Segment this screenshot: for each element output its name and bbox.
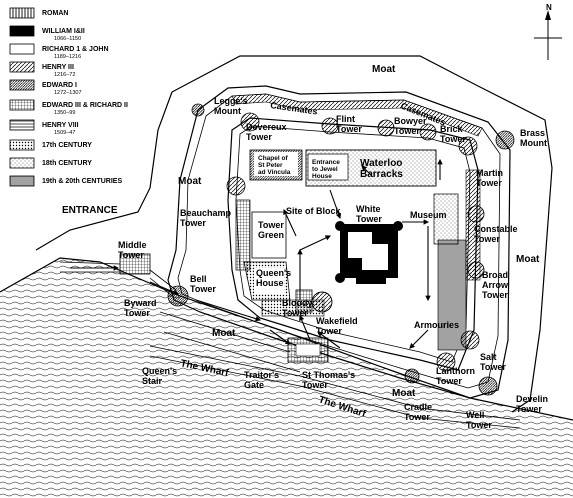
armouries-east-building: [437, 239, 467, 351]
wakefield-tower-shape: [311, 291, 333, 313]
jewel-house-entrance-box: [307, 153, 349, 181]
wharf-edges: [149, 345, 521, 429]
legend-period-name: RICHARD 1 & JOHN: [42, 46, 109, 53]
legend-period-dates: 1189–1216: [54, 54, 81, 60]
white-tower-keep: [335, 221, 403, 284]
legend-period-name: HENRY VIII: [42, 122, 79, 129]
legend-period-name: 19th & 20th CENTURIES: [42, 178, 122, 185]
river-bank: [0, 257, 573, 421]
legend-period-dates: 1272–1307: [54, 90, 82, 96]
outer-curtain-wall: [167, 85, 511, 399]
tower-green-area: [251, 211, 287, 259]
moat-outer-edge: [171, 55, 553, 413]
casemates-band: [231, 93, 483, 137]
legend-swatch: [9, 119, 35, 131]
st-thomas-tower-shape: [287, 337, 329, 363]
legend-period-name: HENRY III: [42, 64, 74, 71]
legend-swatch: [9, 79, 35, 91]
legend-swatch: [9, 99, 35, 111]
river-thames: [0, 258, 573, 498]
north-label: N: [546, 3, 552, 12]
entrance-causeway: [59, 261, 177, 297]
north-arrow-icon: N: [534, 3, 562, 60]
beauchamp-range: [235, 199, 251, 271]
moat-channel: [159, 311, 301, 373]
label-moat-right: Moat: [516, 254, 540, 265]
label-moat-top: Moat: [372, 64, 396, 75]
label-moat-left: Moat: [178, 176, 202, 187]
label-museum: Museum: [410, 210, 447, 220]
label-entrance: ENTRANCE: [62, 205, 118, 216]
label-moat-bottom: Moat: [212, 328, 236, 339]
legend-swatch: [9, 139, 35, 151]
legend-period-name: WILLIAM I&II: [42, 28, 85, 35]
outer-ward-towers: [167, 103, 515, 396]
label-armouries: Armouries: [414, 320, 459, 330]
legend-period-name: EDWARD III & RICHARD II: [42, 102, 128, 109]
legend-period-dates: 1509–47: [54, 130, 75, 136]
inner-wall-inner-line: [235, 125, 471, 363]
legend-period-dates: 1066–1150: [54, 36, 81, 42]
legend-swatch: [9, 43, 35, 55]
moat-left-edge: [35, 91, 173, 251]
legend-period-dates: 1216–72: [54, 72, 75, 78]
tour-route-arrows: [70, 158, 443, 349]
legend-period-name: 17th CENTURY: [42, 142, 92, 149]
east-wall-section: [465, 169, 481, 281]
label-moat-lower: Moat: [392, 388, 416, 399]
legend-swatch: [9, 157, 35, 169]
label-site-of-block: Site of Block: [286, 206, 342, 216]
legend-swatch: [9, 7, 35, 19]
inner-ward-towers: [226, 112, 485, 372]
legend-swatch: [9, 61, 35, 73]
legend-period-name: 18th CENTURY: [42, 160, 92, 167]
legend-period-name: EDWARD I: [42, 82, 77, 89]
museum-building: [433, 193, 459, 245]
legend-period-dates: 1350–99: [54, 110, 75, 116]
legend-period-name: ROMAN: [42, 10, 68, 17]
legend-swatch: [9, 175, 35, 187]
legend-swatch: [9, 25, 35, 37]
